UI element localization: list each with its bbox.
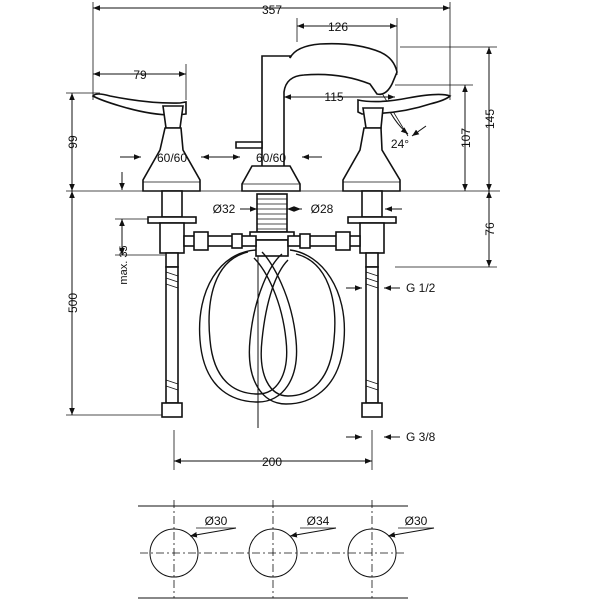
- left-washer: [147, 216, 197, 224]
- dim-hole-left: Ø30: [205, 514, 228, 528]
- dimension-labels: 357 126 79 115 99 145 107 24° 60/60 60/6…: [66, 3, 497, 528]
- dim-left-base: 60/60: [157, 151, 187, 165]
- center-threaded-shank: [256, 193, 288, 233]
- right-valve: [359, 222, 385, 254]
- dim-handle-height: 99: [66, 135, 80, 149]
- dim-shank-height: 76: [483, 222, 497, 236]
- top-view: [138, 500, 435, 599]
- dim-overall-width: 357: [262, 3, 282, 17]
- dim-thread-valve: G 1/2: [406, 281, 436, 295]
- right-handle-neck: [362, 107, 384, 129]
- right-pipe-nut: [335, 231, 351, 251]
- left-handle-neck: [162, 105, 184, 129]
- right-pipe-coupling: [299, 233, 311, 249]
- below-deck: [147, 190, 397, 428]
- right-connector: [365, 252, 379, 268]
- dim-hole-center: Ø34: [307, 514, 330, 528]
- left-pipe-nut: [193, 231, 209, 251]
- dim-spout-height: 145: [483, 109, 497, 129]
- dim-spout-offset: 115: [324, 90, 343, 104]
- left-shank: [161, 190, 183, 218]
- right-hose-loop-inner: [260, 253, 336, 397]
- dim-thread-hose: G 3/8: [406, 430, 436, 444]
- dim-max-thickness: max. 35: [118, 245, 130, 284]
- left-pipe-coupling: [231, 233, 243, 249]
- faucet-body: [91, 42, 452, 192]
- thread-lines: [257, 198, 287, 230]
- center-tee: [255, 239, 289, 257]
- spout-base: [241, 165, 301, 192]
- right-shank: [361, 190, 383, 218]
- right-hose-loop: [248, 249, 346, 405]
- dimension-lines: [69, 5, 492, 464]
- hose-braid: [165, 271, 379, 391]
- dim-spout-reach: 126: [328, 20, 348, 34]
- right-handle-base: [342, 127, 401, 192]
- dim-valve-diameter: Ø28: [311, 202, 334, 216]
- right-hose-nut: [361, 402, 383, 418]
- dim-hose-length: 500: [66, 293, 80, 313]
- left-hose-nut: [161, 402, 183, 418]
- drain-lever: [235, 141, 263, 149]
- dim-center-base: 60/60: [256, 151, 286, 165]
- left-cross-pipe: [183, 235, 257, 247]
- left-hose-loop-inner: [208, 251, 288, 395]
- dim-hole-spacing: 200: [262, 455, 282, 469]
- dim-handle-width: 79: [133, 68, 147, 82]
- dim-outlet-height: 107: [459, 128, 473, 148]
- spout: [261, 42, 398, 169]
- left-handle-base: [142, 127, 201, 192]
- left-valve: [159, 222, 185, 254]
- left-hose-loop: [198, 249, 298, 403]
- dim-angle: 24°: [391, 137, 409, 151]
- dim-hole-right: Ø30: [405, 514, 428, 528]
- right-cross-pipe: [287, 235, 361, 247]
- dim-spout-diameter: Ø32: [213, 202, 236, 216]
- left-connector: [165, 252, 179, 268]
- right-washer: [347, 216, 397, 224]
